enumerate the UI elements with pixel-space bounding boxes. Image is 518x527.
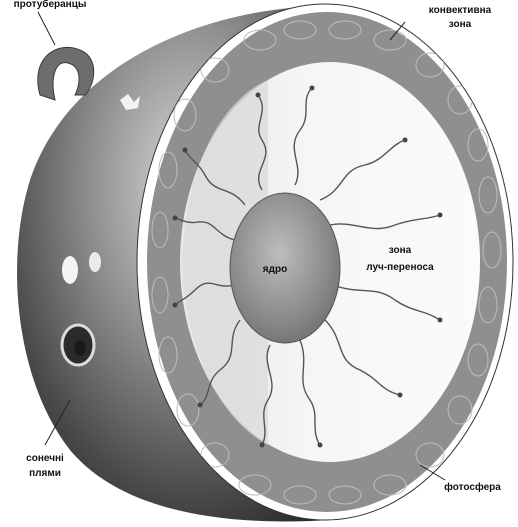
label-prominence: протуберанцы bbox=[0, 0, 100, 11]
label-core: ядро bbox=[250, 264, 300, 276]
label-sunspots-2: плями bbox=[15, 468, 75, 480]
label-radiative-zone-2: луч-переноса bbox=[345, 262, 455, 274]
sunspot-bright-1 bbox=[62, 256, 78, 284]
label-photosphere: фотосфера bbox=[430, 482, 515, 494]
label-radiative-zone-1: зона bbox=[345, 245, 455, 257]
prominence-loop bbox=[38, 47, 94, 100]
label-convective-zone-2: зона bbox=[405, 19, 515, 31]
sunspot-bright-2 bbox=[89, 252, 101, 272]
label-convective-zone-1: конвективна bbox=[405, 5, 515, 17]
label-sunspots-1: сонечні bbox=[15, 453, 75, 465]
